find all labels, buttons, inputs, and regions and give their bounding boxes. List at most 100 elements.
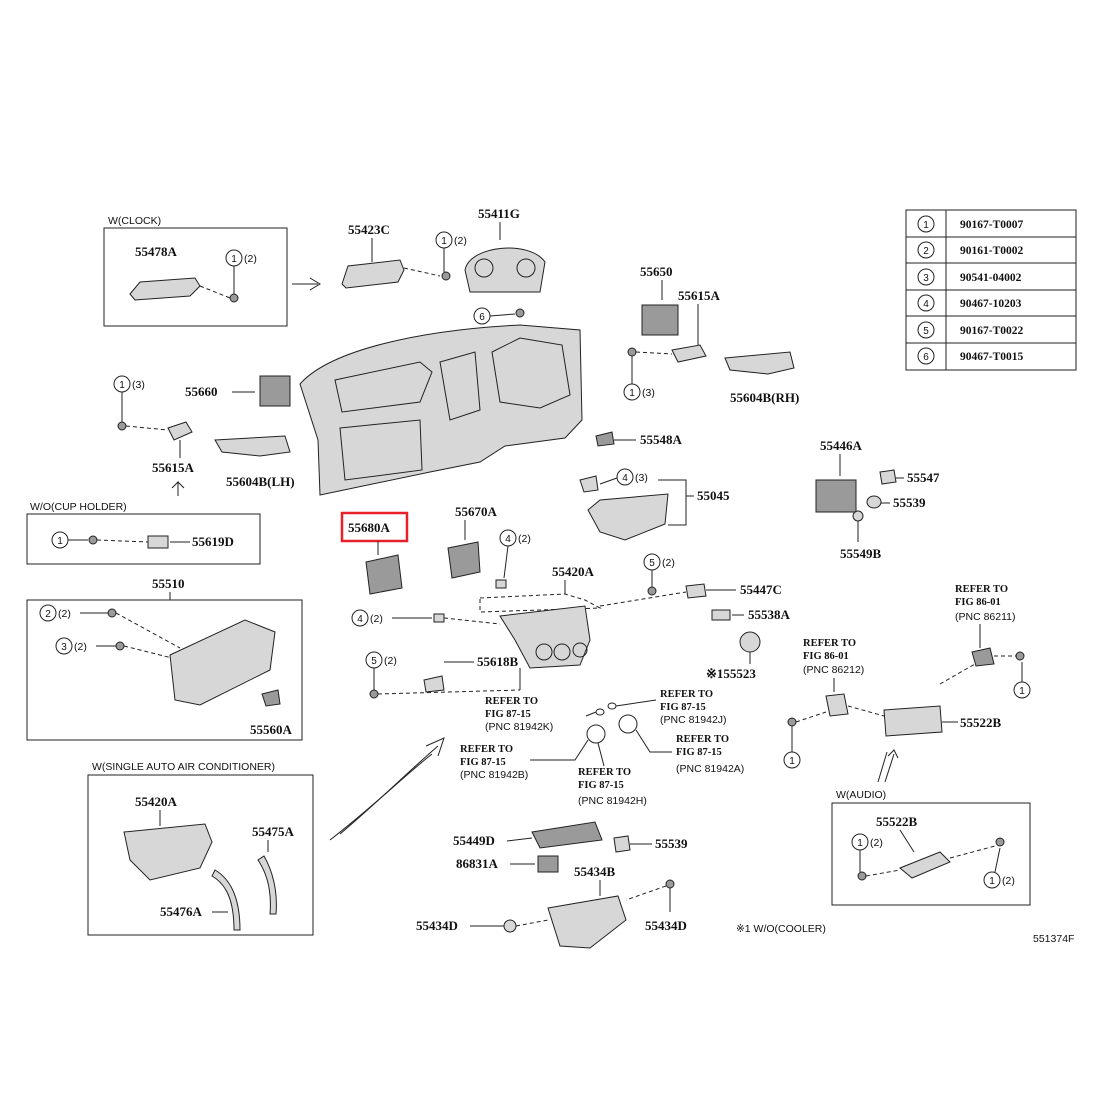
leader-line [443,617,501,625]
label: (2) [384,655,397,667]
diagram-shape [339,419,423,481]
diagram-shape [329,753,433,841]
label: (2) [244,253,257,265]
diagram-shape [579,475,599,493]
label: FIG 87-15 [460,757,506,768]
part-label-55476A: 55476A [160,904,203,919]
leader-line [123,645,181,661]
diagram-shape [711,609,731,621]
leader-line [635,351,673,355]
diagram-shape [1015,651,1025,661]
part-label-55538A: 55538A [748,607,791,622]
air-vent-part [447,541,481,579]
diagram-shape [147,535,169,549]
part-label-55604B-LH: 55604B(LH) [226,474,295,489]
leader-line [865,869,901,877]
leader-line [599,591,687,607]
diagram-shape [635,729,672,753]
leader-line [115,612,181,649]
diagram-shape [503,919,517,933]
diagram-shape [899,851,951,879]
callout-circle [983,871,1001,889]
diagram-shape [595,431,615,447]
diagram-shape [88,535,98,545]
diagram-shape [341,259,405,289]
dashboard-panel [299,324,583,496]
label: REFER TO [578,767,631,778]
label: 1 [231,254,237,265]
part-label-55670A: 55670A [455,504,498,519]
label: 3 [923,273,929,284]
figure-id: 551374F [1033,933,1074,945]
leader-line [96,539,149,543]
label: FIG 86-01 [803,651,849,662]
callout-circle [553,643,571,661]
part-label-55478A: 55478A [135,244,178,259]
callout-circle [516,258,536,278]
part-label-55434D-left: 55434D [416,918,458,933]
diagram-shape [857,871,867,881]
table-row: 2 90161-T0002 [917,241,1024,259]
center-panel-part [499,605,591,669]
part-label-55411G: 55411G [478,206,520,221]
callout-circle [917,294,935,312]
part-label-55434D-right: 55434D [645,918,687,933]
label: (2) [518,533,531,545]
air-vent-part [259,375,291,407]
callout-circle [55,637,73,655]
leader-line [489,313,516,317]
audio-group: W(AUDIO) 55522B 1 (2) 1 (2) [831,789,1031,906]
part-label-55549B: 55549B [840,546,882,561]
leader-line [515,919,549,927]
arrow-icon [171,480,185,496]
table-row: 1 90167-T0007 [917,215,1024,233]
part-number: 90161-T0002 [960,245,1024,257]
center-panel-part [123,823,213,881]
label: (PNC 81942B) [460,769,528,781]
label: 2 [923,246,929,257]
label: 2 [45,609,51,620]
label: 4 [505,534,511,545]
part-label-55522B-main: 55522B [960,715,1002,730]
group-title: W(CLOCK) [108,215,161,227]
label: 1 [441,236,447,247]
leader-line [125,425,169,431]
table-row: 3 90541-04002 [917,268,1022,286]
arrow-icon [884,749,899,783]
part-label-55446A: 55446A [820,438,863,453]
part-label-55449D: 55449D [453,833,495,848]
leader-line [795,711,827,723]
glove-box-group: 55510 2 (2) 3 (2) 55560A [26,576,303,741]
diagram-shape [658,479,687,526]
callout-circle [917,321,935,339]
part-label-55618B: 55618B [477,654,519,669]
part-label-55680A[interactable]: 55680A [348,520,391,535]
callout-circle [1013,681,1031,699]
diagram-shape [825,693,849,717]
callout-circle [474,258,494,278]
diagram-shape [613,835,631,853]
refer-note: REFER TO FIG 87-15 (PNC 81942H) [578,767,647,807]
group-title: W(SINGLE AUTO AIR CONDITIONER) [92,761,275,773]
label: (PNC 86211) [955,611,1016,623]
diagram-shape [515,308,525,318]
leader-line [899,829,915,853]
label: REFER TO [460,744,513,755]
part-label-55522B: 55522B [876,814,918,829]
diagram-shape [423,675,445,693]
diagram-shape [167,421,193,441]
diagram-shape [425,737,445,757]
diagram-shape [647,586,657,596]
label: 6 [923,352,929,363]
leader-line [994,847,1001,873]
diagram-shape [257,855,277,915]
leader-line [949,845,996,859]
label: 3 [61,642,67,653]
cup-holder-group: W/O(CUP HOLDER) 1 55619D [26,501,261,565]
diagram-shape [87,774,314,936]
diagram-shape [117,421,127,431]
callout-circle [351,609,369,627]
diagram-shape [369,689,379,699]
clock-panel-part [129,277,201,301]
diagram-shape [607,702,617,710]
